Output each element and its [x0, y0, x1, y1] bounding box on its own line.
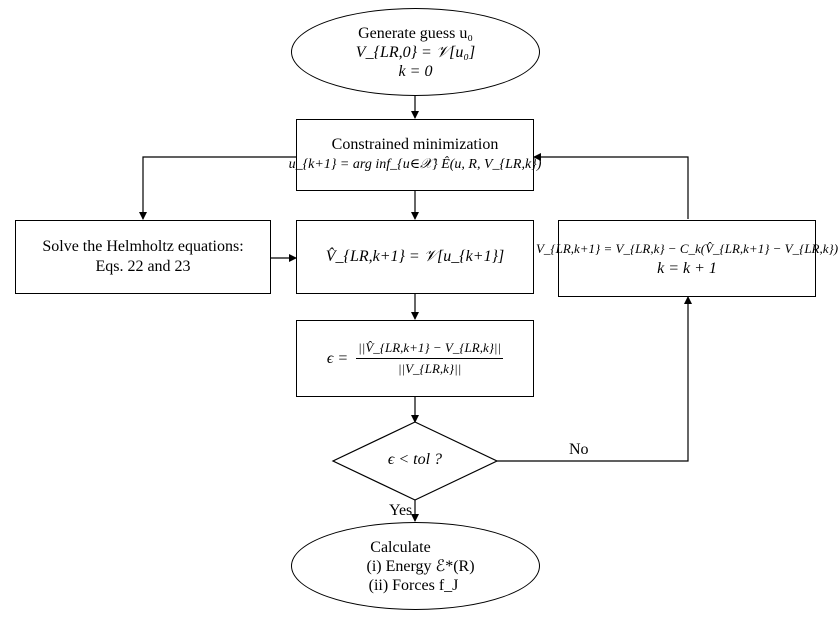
epsilon-numerator: ||V̂_{LR,k+1} − V_{LR,k}|| — [356, 338, 504, 359]
helmholtz-line-2: Eqs. 22 and 23 — [95, 258, 191, 275]
constrained-formula: u_{k+1} = arg inf_{u∈𝒳} Ê(u, R, V_{LR,k}… — [288, 157, 542, 172]
update-line-1: V_{LR,k+1} = V_{LR,k} − C_k(V̂_{LR,k+1} … — [535, 240, 838, 256]
edge-constrained-to-helmholtz — [139, 156, 296, 220]
start-node: Generate guess u₀ V_{LR,0} = 𝒱[u₀] k = 0 — [291, 8, 540, 96]
update-line-2: k = k + 1 — [657, 259, 717, 277]
vhat-box: V̂_{LR,k+1} = 𝒱[u_{k+1}] — [296, 220, 534, 294]
start-line-2: V_{LR,0} = 𝒱[u₀] — [355, 43, 476, 61]
helmholtz-box: Solve the Helmholtz equations: Eqs. 22 a… — [15, 220, 271, 294]
decision-text: ϵ < tol ? — [387, 451, 443, 468]
vhat-formula: V̂_{LR,k+1} = 𝒱[u_{k+1}] — [325, 248, 505, 265]
end-item-2: (ii) Forces f_J — [368, 576, 459, 594]
no-label: No — [569, 441, 589, 458]
start-line-1: Generate guess u₀ — [358, 24, 473, 42]
constrained-minimization-box: Constrained minimization u_{k+1} = arg i… — [289, 119, 541, 191]
yes-label: Yes — [389, 502, 413, 519]
epsilon-fraction: ||V̂_{LR,k+1} − V_{LR,k}|| ||V_{LR,k}|| — [356, 338, 504, 379]
edge-decision-to-update — [497, 296, 692, 462]
epsilon-lhs: ϵ = — [326, 349, 349, 367]
update-box: V_{LR,k+1} = V_{LR,k} − C_k(V̂_{LR,k+1} … — [536, 220, 838, 297]
start-line-3: k = 0 — [398, 62, 433, 80]
end-item-1: (i) Energy ℰ*(R) — [366, 557, 475, 575]
end-title: Calculate — [370, 538, 431, 556]
constrained-title: Constrained minimization — [331, 136, 499, 153]
end-node: Calculate (i) Energy ℰ*(R) (ii) Forces f… — [291, 522, 540, 610]
epsilon-box: ϵ = ||V̂_{LR,k+1} − V_{LR,k}|| ||V_{LR,k… — [296, 320, 534, 397]
helmholtz-line-1: Solve the Helmholtz equations: — [42, 238, 244, 255]
edge-update-to-constrained — [533, 153, 689, 219]
epsilon-denominator: ||V_{LR,k}|| — [397, 361, 462, 376]
